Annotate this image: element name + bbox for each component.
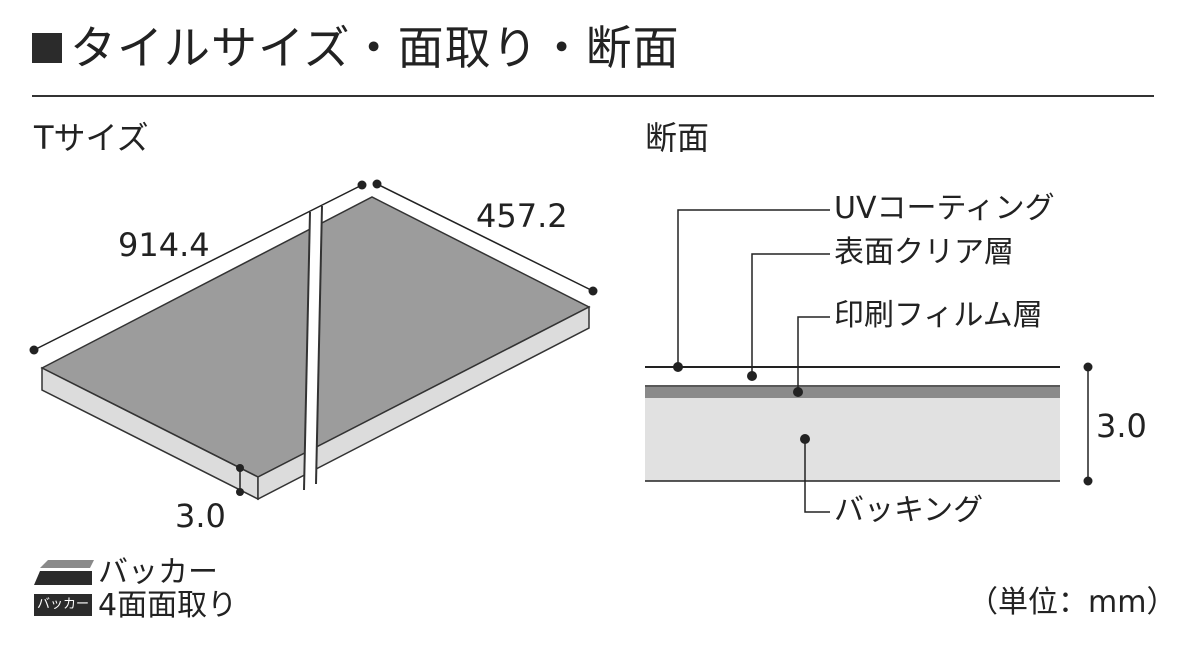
section-thickness-endpoint-bottom — [1083, 476, 1093, 486]
backer-badge: バッカー — [34, 594, 92, 616]
uv-coating-leader — [677, 209, 830, 367]
width-dim-endpoint-left — [372, 179, 382, 189]
tile-size-heading: Tサイズ — [34, 119, 149, 157]
width-dim-endpoint-right — [588, 286, 598, 296]
bevel-legend-label: 4面面取り — [98, 588, 238, 623]
print-film-label: 印刷フィルム層 — [834, 298, 1043, 333]
cross-section — [645, 366, 1060, 482]
tile-break-gap — [304, 206, 322, 497]
backing-leader — [804, 439, 830, 513]
unit-note: （単位：mm） — [968, 585, 1177, 620]
tile-break-line-left — [303, 211, 311, 491]
tile-break-line-right — [315, 205, 323, 485]
tile-thickness-endpoint-top — [236, 464, 244, 472]
clear-layer-leader-dot — [747, 371, 757, 381]
section-thickness-endpoint-top — [1083, 362, 1093, 372]
width-dimension-label: 457.2 — [476, 197, 568, 235]
backer-legend-icon — [34, 560, 94, 585]
print-film-layer — [645, 387, 1060, 398]
page-title: タイルサイズ・面取り・断面 — [32, 20, 680, 76]
uv-coating-label: UVコーティング — [834, 191, 1055, 226]
title-text: タイルサイズ・面取り・断面 — [70, 21, 680, 75]
backing-label: バッキング — [834, 493, 984, 528]
title-divider — [32, 95, 1154, 97]
cross-section-heading: 断面 — [645, 119, 710, 157]
length-dim-endpoint-left — [29, 345, 39, 355]
length-dimension-line — [33, 184, 363, 351]
tile-thickness-label: 3.0 — [175, 497, 226, 535]
tile-illustration — [40, 196, 591, 501]
clear-layer-label: 表面クリア層 — [834, 235, 1014, 270]
section-thickness-label: 3.0 — [1096, 407, 1147, 445]
length-dimension-label: 914.4 — [118, 226, 210, 264]
backing-leader-dot — [800, 434, 810, 444]
tile-thickness-endpoint-bottom — [236, 488, 244, 496]
tile-right-face — [257, 305, 590, 501]
backer-legend-label: バッカー — [98, 555, 218, 590]
print-film-leader — [797, 316, 830, 392]
print-film-leader-dot — [793, 387, 803, 397]
width-dimension-line — [376, 183, 594, 292]
square-bullet-icon — [32, 32, 62, 63]
uv-coating-leader-dot — [673, 362, 683, 372]
clear-layer-leader — [751, 253, 830, 376]
backing-layer — [645, 398, 1060, 481]
length-dim-endpoint-right — [357, 180, 367, 190]
